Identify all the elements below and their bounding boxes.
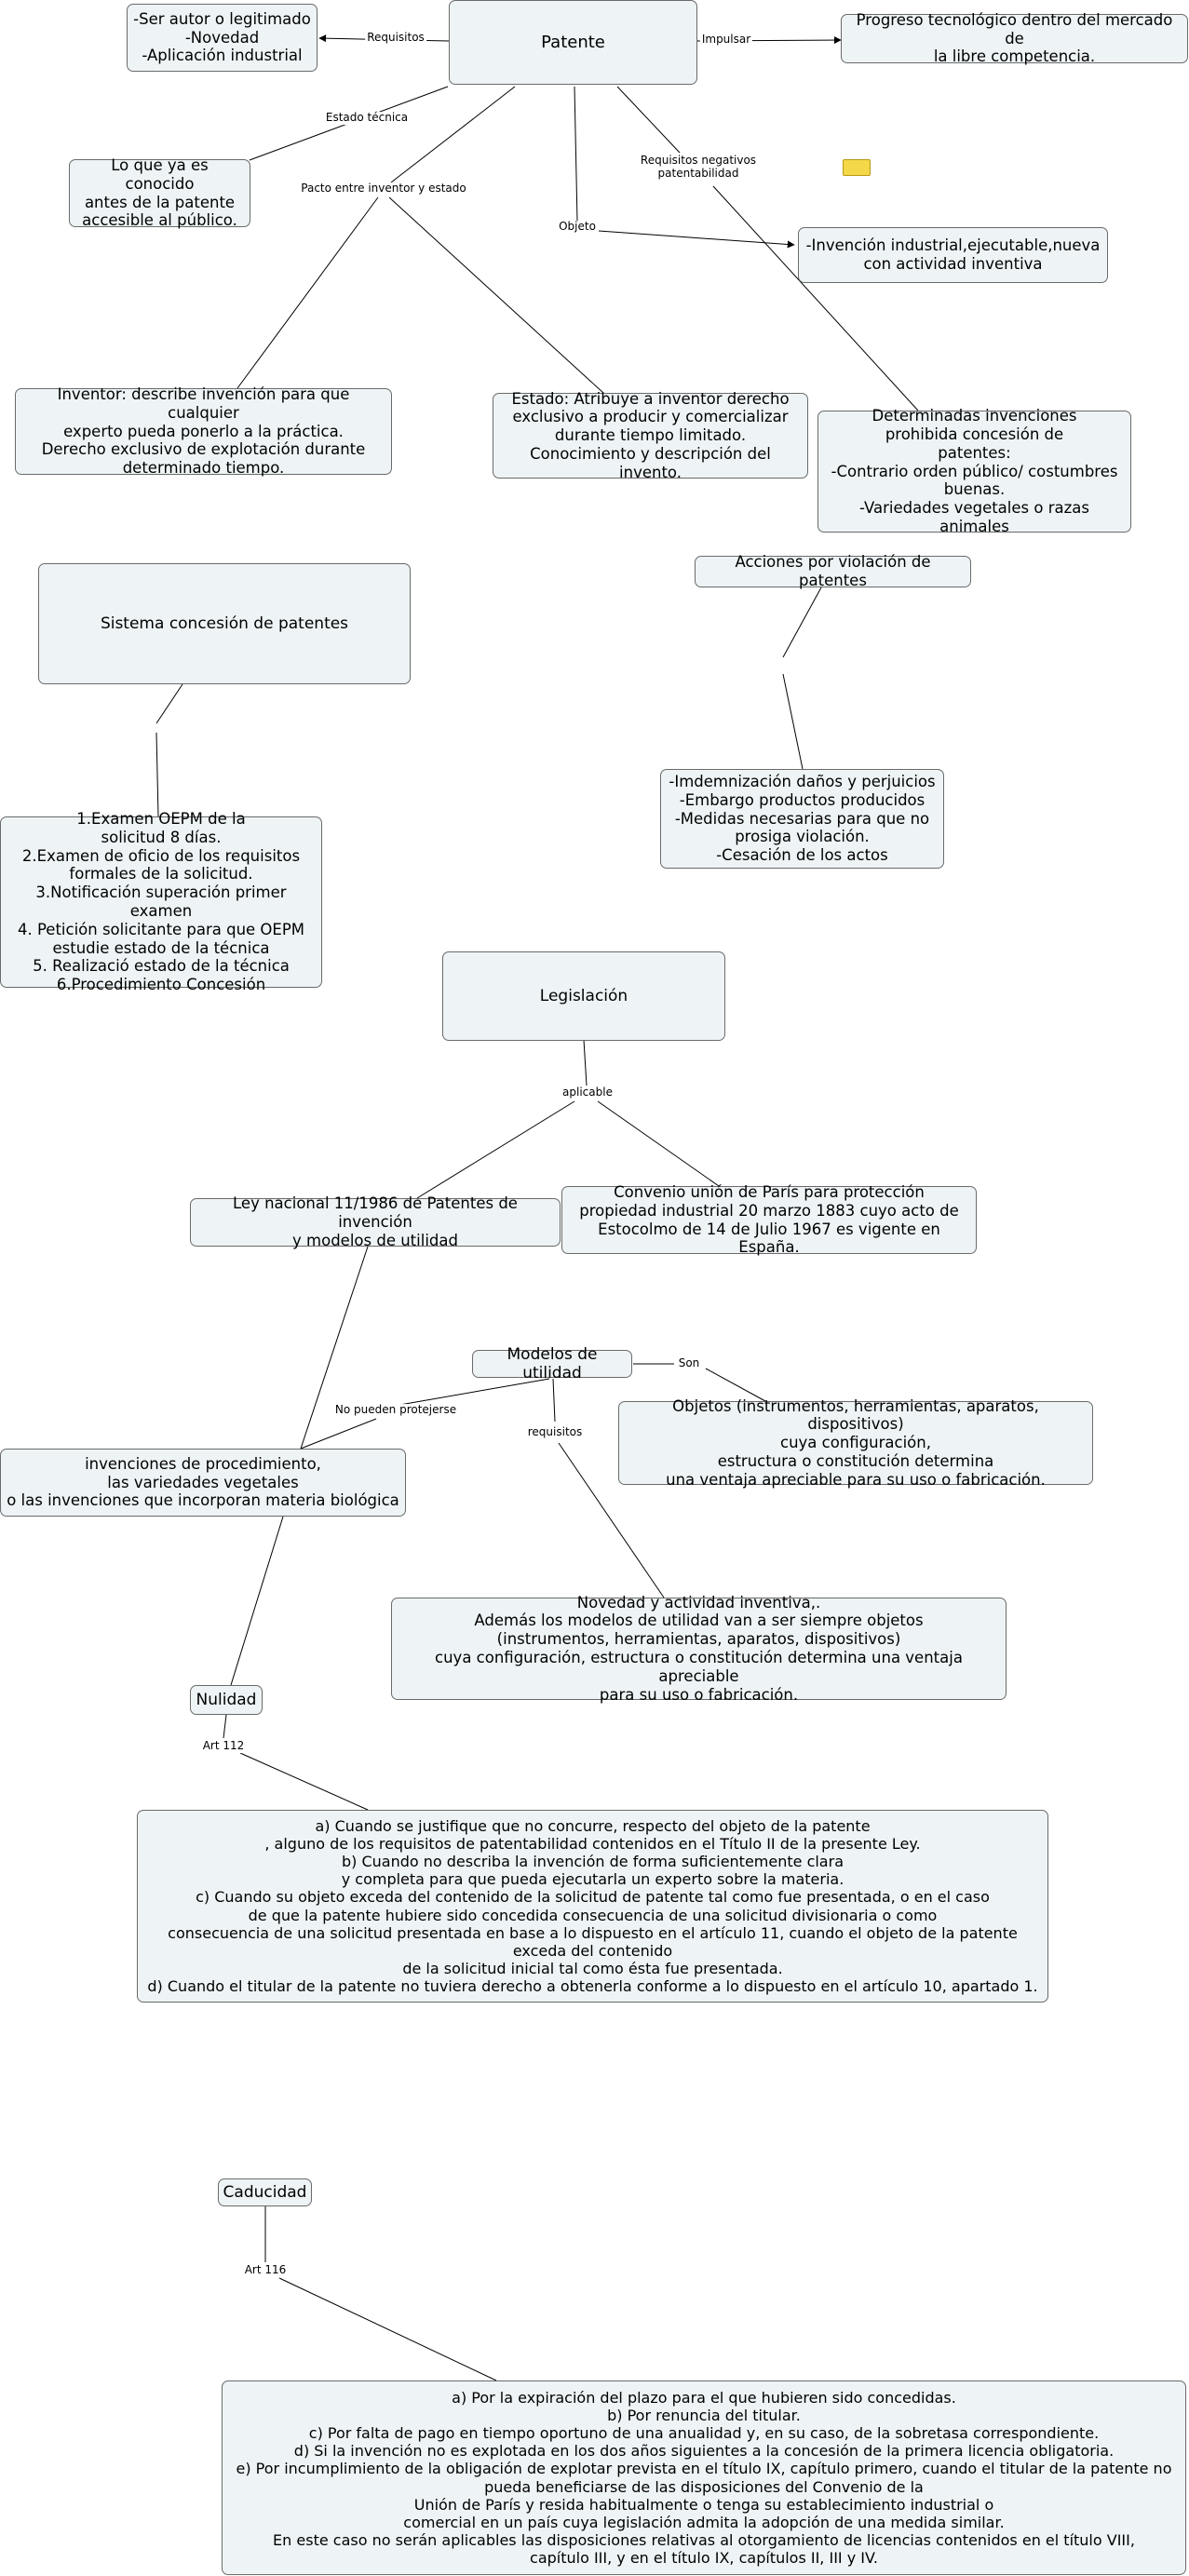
node-sistema[interactable]: Sistema concesión de patentes [38, 563, 411, 684]
node-patente[interactable]: Patente [449, 0, 697, 85]
link-acciones-indem [782, 673, 804, 770]
label-requisitos-mu: requisitos [525, 1425, 585, 1439]
node-indemnizacion[interactable]: -Imdemnización daños y perjuicios -Embar… [660, 769, 944, 869]
node-determinadas[interactable]: Determinadas invenciones prohibida conce… [817, 407, 1131, 535]
label-impulsar: Impulsar [699, 33, 753, 47]
node-nulidad[interactable]: Nulidad [190, 1685, 263, 1715]
link-sistema-pasos [155, 732, 159, 817]
label-art112: Art 112 [200, 1739, 247, 1753]
node-acciones[interactable]: Acciones por violación de patentes [695, 553, 971, 589]
node-modelos[interactable]: Modelos de utilidad [472, 1345, 632, 1382]
label-art116: Art 116 [242, 2263, 289, 2277]
node-conocido[interactable]: Lo que ya es conocido antes de la patent… [69, 156, 250, 229]
node-nulidad-texto[interactable]: a) Cuando se justifique que no concurre,… [137, 1810, 1048, 2003]
link-objeto [574, 86, 578, 223]
link-art112 [239, 1752, 369, 1811]
link-acciones [782, 587, 822, 658]
link-invenciones-nulidad [230, 1516, 284, 1686]
link-pacto-estado [388, 196, 604, 394]
label-son: Son [676, 1356, 702, 1370]
node-estado[interactable]: Estado: Atribuye a inventor derecho excl… [493, 390, 808, 481]
link-requisitos-mu [552, 1378, 556, 1423]
label-estado-tecnica: Estado técnica [323, 111, 411, 125]
link-objeto-invencion [598, 230, 795, 249]
node-caducidad[interactable]: Caducidad [218, 2178, 312, 2206]
link-pacto [390, 86, 516, 183]
link-requisitos-negativos [616, 86, 681, 154]
label-requisitos-negativos: Requisitos negativos patentabilidad [638, 154, 759, 181]
link-art116 [278, 2277, 497, 2381]
node-novedad[interactable]: Novedad y actividad inventiva,. Además l… [391, 1594, 1007, 1704]
link-requisitos-mu-novedad [558, 1442, 665, 1598]
node-inventor[interactable]: Inventor: describe invención para que cu… [15, 385, 392, 477]
link-pacto-inventor [236, 196, 379, 389]
label-no-pueden: No pueden protejerse [332, 1403, 459, 1417]
link-requisitos-negativos-det [712, 185, 919, 411]
node-invenciones-proc[interactable]: invenciones de procedimiento, las varied… [0, 1449, 406, 1517]
attachment-icon [843, 159, 871, 176]
link-ley-invenciones [300, 1246, 369, 1450]
link-no-pueden [388, 1378, 550, 1408]
node-pasos[interactable]: 1.Examen OEPM de la solicitud 8 días. 2.… [0, 810, 322, 993]
node-requisitos-autor[interactable]: -Ser autor o legitimado -Novedad -Aplica… [127, 4, 318, 72]
node-caducidad-texto[interactable]: a) Por la expiración del plazo para el q… [222, 2380, 1186, 2575]
node-legislacion[interactable]: Legislación [442, 951, 725, 1041]
link-son-objetos [705, 1368, 766, 1402]
link-aplicable-ley [416, 1100, 575, 1199]
link-legislacion [583, 1039, 588, 1086]
node-invencion-industrial[interactable]: -Invención industrial,ejecutable,nueva c… [798, 227, 1108, 283]
node-progreso[interactable]: Progreso tecnológico dentro del mercado … [841, 11, 1188, 65]
link-aplicable-convenio [597, 1100, 720, 1187]
label-pacto: Pacto entre inventor y estado [299, 182, 468, 196]
node-convenio[interactable]: Convenio unión de París para protección … [561, 1183, 977, 1256]
label-aplicable: aplicable [561, 1086, 615, 1099]
link-sistema [155, 683, 183, 724]
node-ley-nacional[interactable]: Ley nacional 11/1986 de Patentes de inve… [190, 1194, 561, 1249]
label-requisitos: Requisitos [365, 31, 426, 45]
link-no-pueden-invenciones [300, 1418, 377, 1450]
link-nulidad [223, 1714, 227, 1739]
label-objeto: Objeto [557, 220, 598, 234]
node-objetos[interactable]: Objetos (instrumentos, herramientas, apa… [618, 1397, 1093, 1489]
